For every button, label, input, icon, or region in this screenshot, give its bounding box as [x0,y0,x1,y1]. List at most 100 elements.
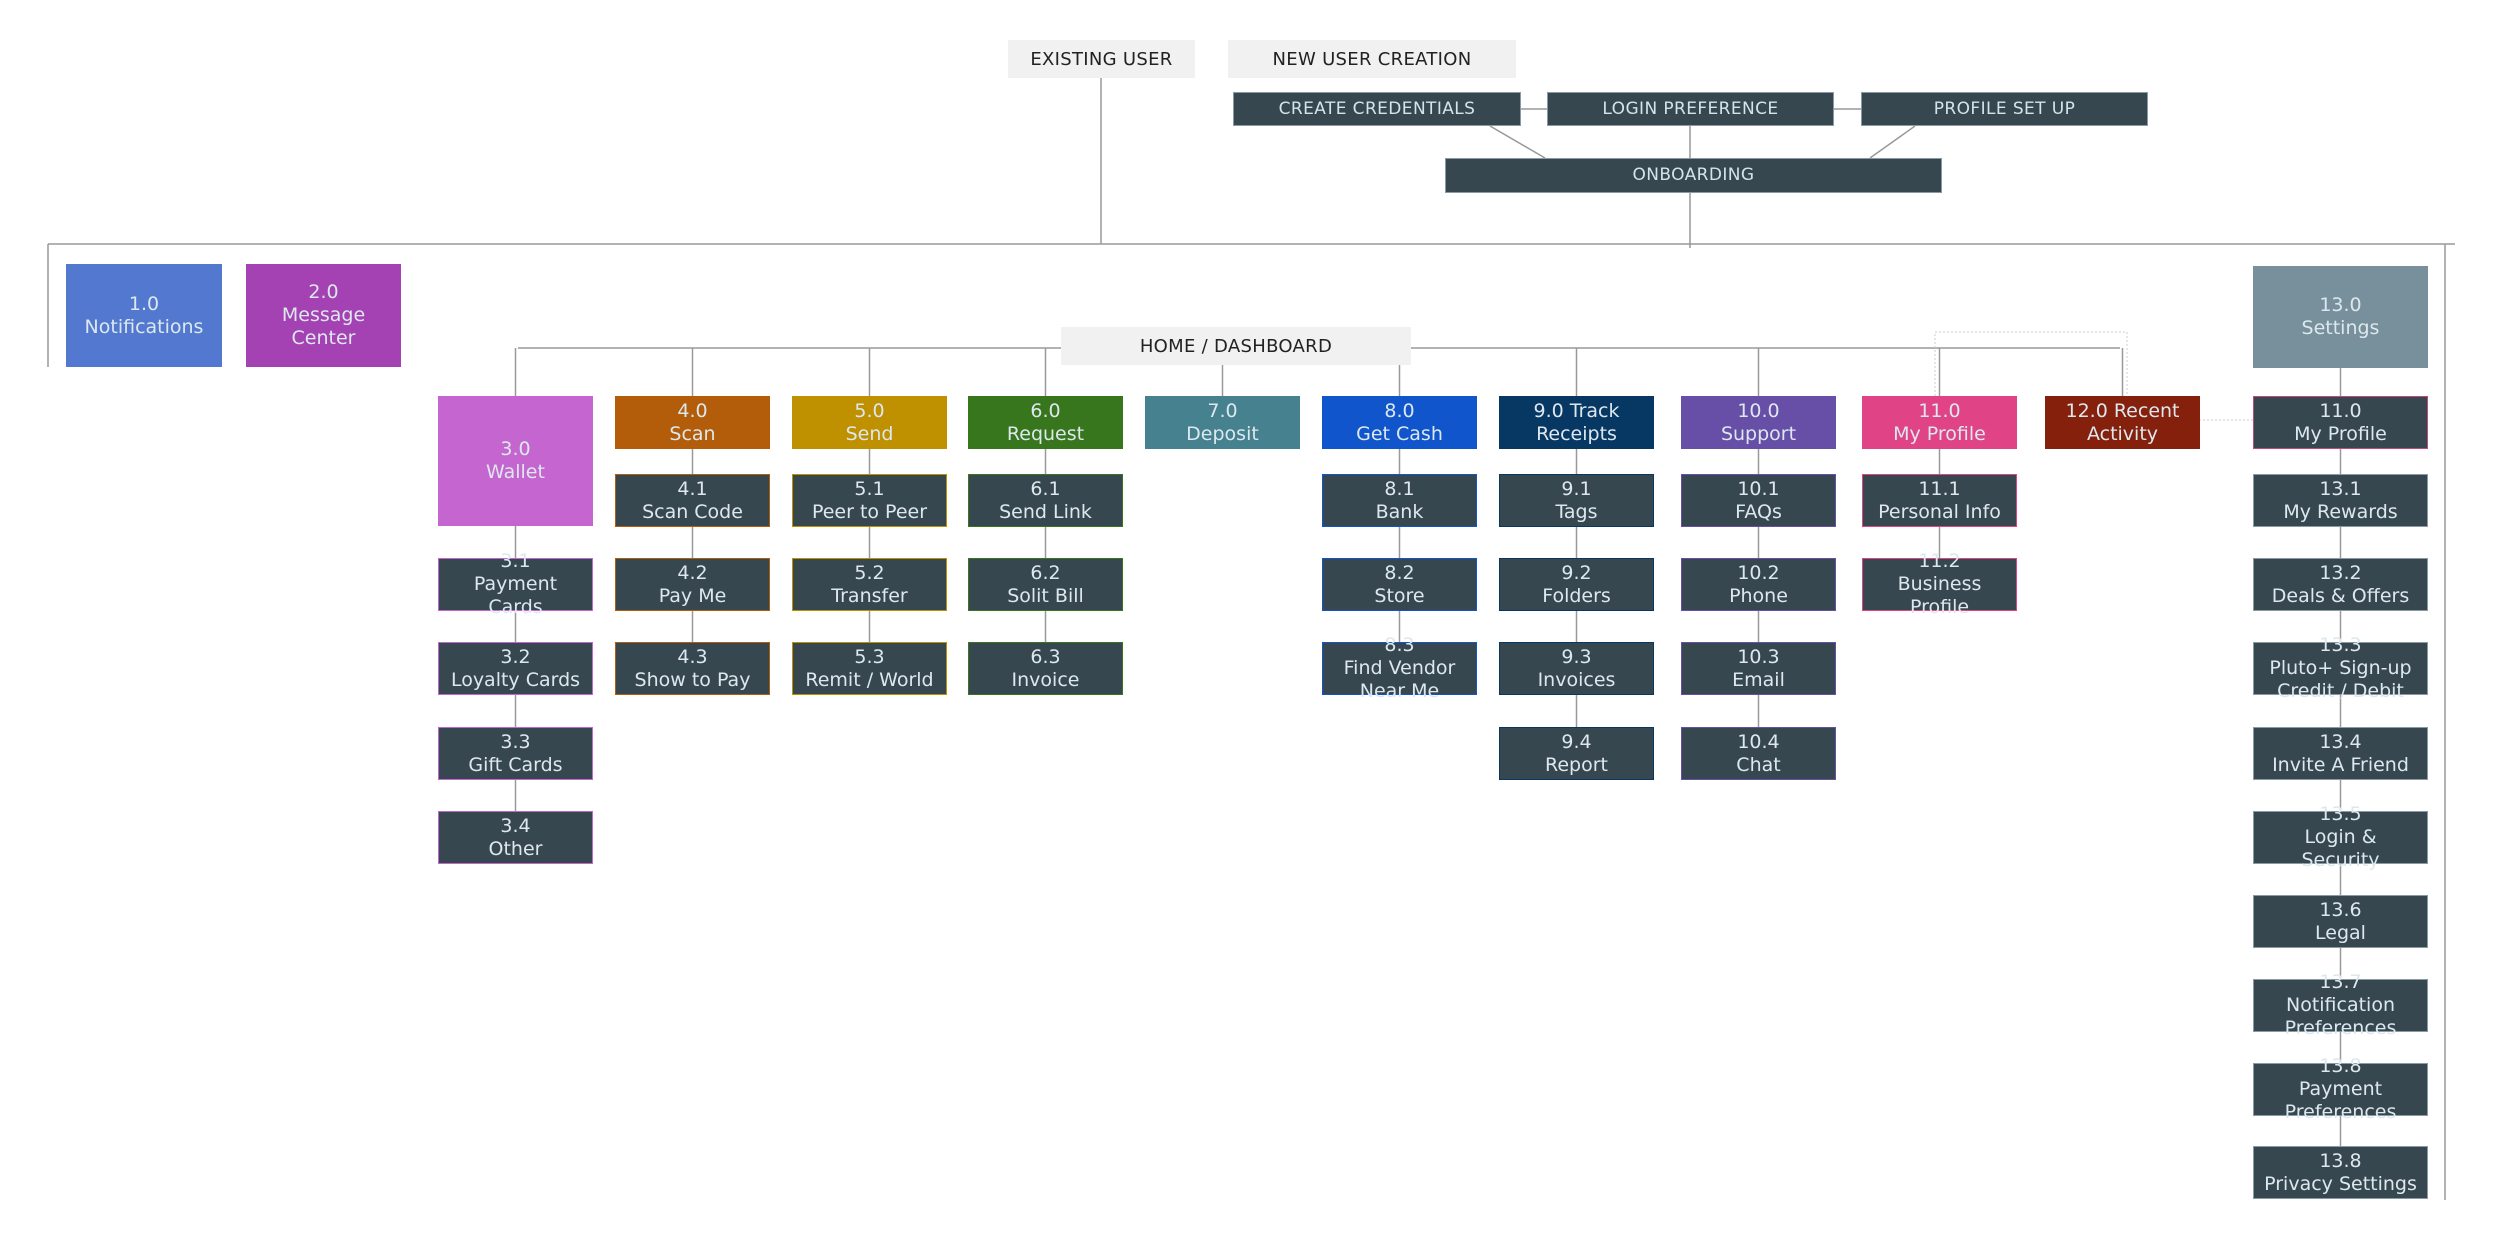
node-label: Report [1545,753,1608,776]
node-number: 13.3 [2319,634,2362,656]
node-label: Privacy Settings [2264,1172,2417,1195]
onboarding-label: ONBOARDING [1632,165,1755,185]
message-center-node[interactable]: 2.0 Message Center [246,264,401,367]
node-number: 1.0 [128,292,160,315]
node-number: 6.2 [1030,561,1061,584]
new-user-creation-box[interactable]: NEW USER CREATION [1228,40,1516,78]
existing-user-label: EXISTING USER [1030,48,1173,70]
create-credentials-box[interactable]: CREATE CREDENTIALS [1233,92,1521,126]
node-label: Peer to Peer [811,500,928,523]
node-number: 13.7 [2319,971,2362,993]
node-number: 3.2 [500,645,531,668]
notifications-node[interactable]: 1.0 Notifications [66,264,222,367]
node-number: 5.2 [854,561,885,584]
node-number: 3.3 [500,730,531,753]
node-number: 3.0 [500,438,531,460]
node-number: 13.2 [2319,561,2362,584]
node-number: 13.1 [2319,477,2362,500]
node-number: 13.6 [2319,898,2362,921]
node-number: 13.8 [2319,1149,2362,1172]
node-number: 4.2 [677,561,708,584]
node-number: 10.4 [1737,730,1780,753]
node-label: Phone [1729,584,1788,607]
node-label: Personal Info [1878,500,2001,523]
node-label: Solit Bill [1007,584,1084,607]
node-label: Bank [1375,500,1424,523]
node-number: 2.0 [308,281,339,303]
node-number: 13.0 [2319,294,2362,316]
node-number: 5.3 [854,645,885,668]
node-number: 8.2 [1384,561,1415,584]
node-label: Wallet [486,461,545,483]
node-label: Invoice [1011,668,1080,691]
node-label: Gift Cards [468,753,563,776]
home-dashboard-box[interactable]: HOME / DASHBOARD [1061,327,1411,365]
node-label: Pluto+ Sign-up Credit / Debit [2269,657,2412,702]
node-label: Tags [1555,500,1598,523]
onboarding-box[interactable]: ONBOARDING [1445,158,1942,193]
node-label: Invite A Friend [2272,753,2409,776]
node-label: Request [1006,422,1085,445]
node-number: 8.0 [1384,399,1415,422]
login-preference-box[interactable]: LOGIN PREFERENCE [1547,92,1834,126]
profile-set-up-box[interactable]: PROFILE SET UP [1861,92,2148,126]
cred-onboarding-connector [1489,125,1546,159]
node-label: Send [845,422,894,445]
node-number: 9.3 [1561,645,1592,668]
node-number: 10.0 [1737,399,1780,422]
node-number: 6.0 [1030,399,1061,422]
existing-user-box[interactable]: EXISTING USER [1008,40,1195,78]
node-label: Chat [1736,753,1781,776]
node-number: 11.0 [2319,399,2362,422]
node-number: 6.3 [1030,645,1061,668]
node-number: 4.3 [677,645,708,668]
